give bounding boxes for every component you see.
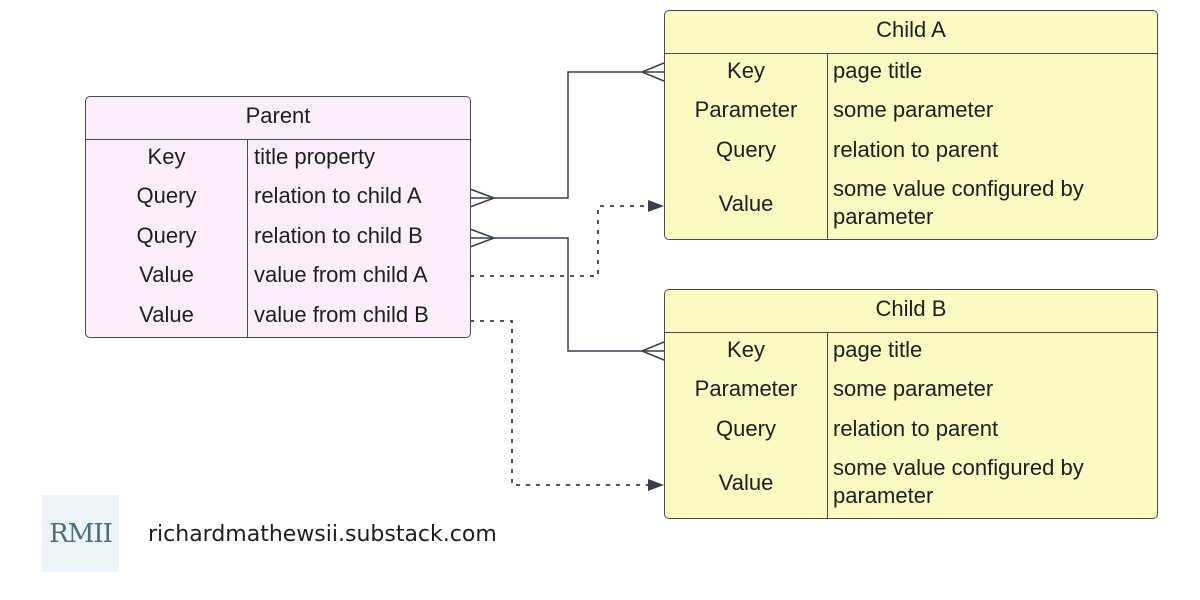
site-logo[interactable]: RMII <box>42 495 119 572</box>
child-b-row-key: Query <box>716 416 776 441</box>
parent-row-key: Key <box>147 144 186 169</box>
child-b-entity-title: Child B <box>665 290 1157 333</box>
child-a-entity[interactable]: Child A Key page title Parameter some pa… <box>664 10 1158 240</box>
child-a-row-key: Query <box>716 137 776 162</box>
relation-parent-child-a <box>470 71 664 199</box>
child-b-row-value: relation to parent <box>833 416 999 441</box>
child-b-column-divider <box>827 333 828 518</box>
parent-entity-title: Parent <box>86 97 470 140</box>
child-a-row-value: page title <box>833 58 923 83</box>
child-a-row-value: some value configured by parameter <box>833 176 1084 229</box>
relation-parent-child-b <box>470 237 664 352</box>
parent-entity[interactable]: Parent Key title property Query relation… <box>85 96 471 338</box>
parent-row-key: Query <box>136 183 197 208</box>
parent-row-value: value from child B <box>254 302 429 327</box>
parent-row-value: relation to child A <box>254 183 422 208</box>
site-logo-text: RMII <box>49 518 113 549</box>
child-b-row-key: Value <box>718 470 774 495</box>
crowsfoot-child-a-parent <box>641 62 665 82</box>
parent-row-key: Value <box>139 262 194 287</box>
child-a-entity-title: Child A <box>665 11 1157 54</box>
parent-row-key: Query <box>136 223 197 248</box>
dotted-link-value-b <box>470 320 648 486</box>
crowsfoot-parent-child-a <box>469 188 495 208</box>
arrowhead-value-a <box>648 200 664 212</box>
site-url-link[interactable]: richardmathewsii.substack.com <box>148 522 497 547</box>
parent-row-value: title property <box>254 144 376 169</box>
child-a-row-value: relation to parent <box>833 137 999 162</box>
parent-row-key: Value <box>139 302 194 327</box>
arrowhead-value-b <box>648 479 664 491</box>
child-b-row-key: Parameter <box>694 376 798 401</box>
child-a-row-key: Value <box>718 191 774 216</box>
child-a-row-value: some parameter <box>833 97 994 122</box>
child-a-column-divider <box>827 54 828 239</box>
child-b-row-key: Key <box>727 337 765 362</box>
child-b-row-value: some parameter <box>833 376 994 401</box>
child-b-entity[interactable]: Child B Key page title Parameter some pa… <box>664 289 1158 519</box>
crowsfoot-parent-child-b <box>469 228 495 248</box>
dotted-link-value-a <box>470 205 648 277</box>
child-b-row-value: some value configured by parameter <box>833 455 1084 508</box>
child-b-row-value: page title <box>833 337 923 362</box>
crowsfoot-child-b-parent <box>641 341 665 361</box>
parent-row-value: relation to child B <box>254 223 423 248</box>
child-a-row-key: Parameter <box>694 97 798 122</box>
child-a-row-key: Key <box>727 58 765 83</box>
parent-column-divider <box>247 140 248 337</box>
parent-row-value: value from child A <box>254 262 428 287</box>
